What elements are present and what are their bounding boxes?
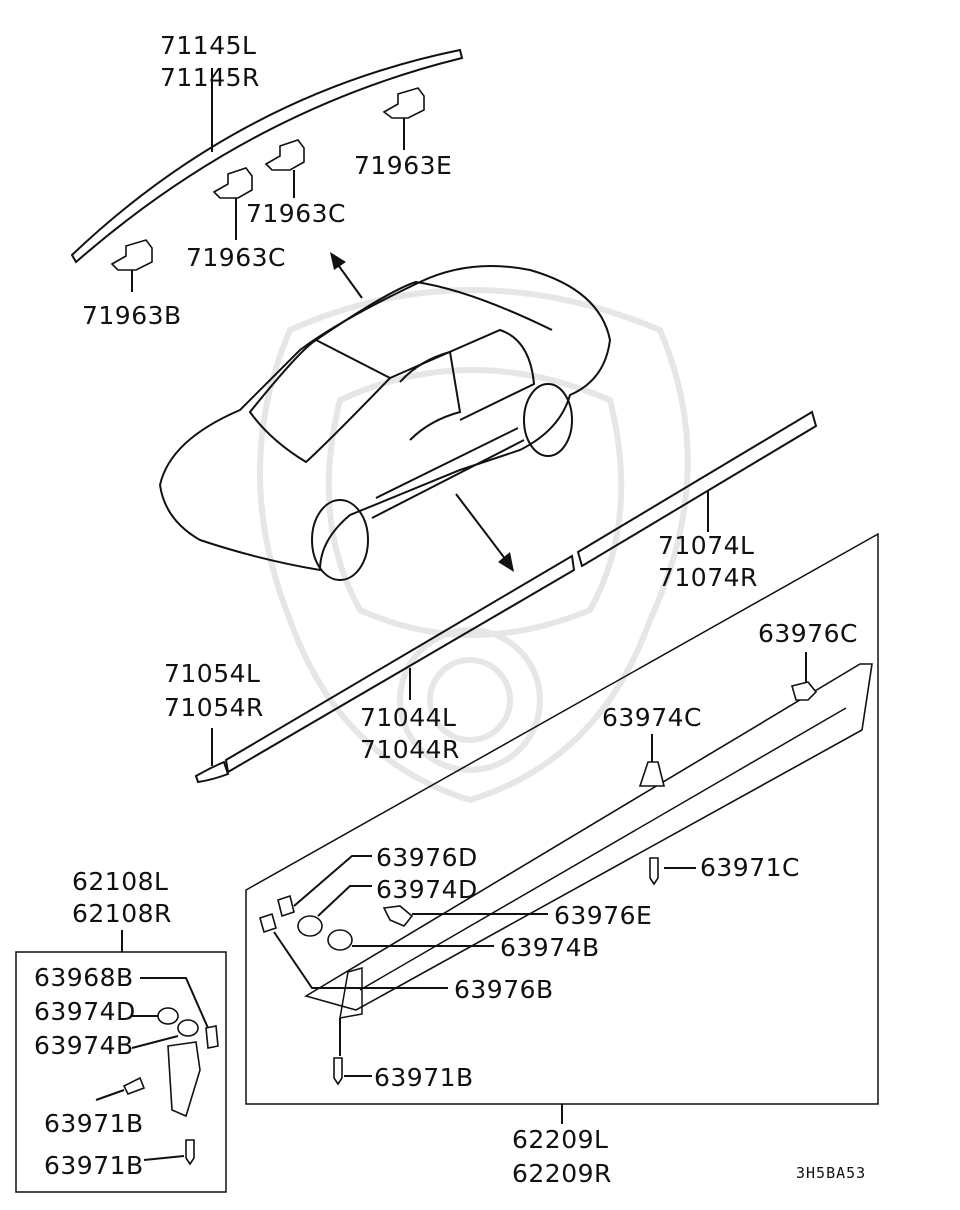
label-71074R: 71074R [658, 563, 758, 592]
car-outline [158, 265, 612, 581]
label-71044R: 71044R [360, 735, 460, 764]
arrow-up-icon [330, 252, 363, 299]
label-71074L: 71074L [658, 531, 754, 560]
roof-clip-71963C-a [264, 139, 305, 198]
label-63974C: 63974C [602, 703, 702, 732]
label-63968B: 63968B [34, 963, 134, 992]
label-71963E: 71963E [354, 151, 452, 180]
label-62108R: 62108R [72, 899, 172, 928]
label-63974B: 63974B [500, 933, 600, 962]
arrow-down-icon [455, 493, 514, 572]
end-molding-71054 [194, 728, 230, 784]
label-63974B-box: 63974B [34, 1031, 134, 1060]
label-63976D: 63976D [376, 843, 478, 872]
label-62209R: 62209R [512, 1159, 612, 1188]
clip-63974D [297, 885, 372, 937]
clip-63974B [327, 929, 494, 951]
label-63976C: 63976C [758, 619, 858, 648]
label-71044L: 71044L [360, 703, 456, 732]
label-63976E: 63976E [554, 901, 652, 930]
label-71963C-a: 71963C [246, 199, 346, 228]
label-71963B: 71963B [82, 301, 182, 330]
label-71054L: 71054L [164, 659, 260, 688]
label-71145R: 71145R [160, 63, 260, 92]
clip-63976C [791, 652, 818, 701]
mud-guard-box [15, 930, 227, 1193]
screw-63971B [333, 1018, 372, 1086]
screw-63971C [649, 857, 696, 886]
clip-63976D [277, 855, 372, 918]
label-62108L: 62108L [72, 867, 168, 896]
label-63971B-box-1: 63971B [44, 1109, 144, 1138]
label-63971B-box-2: 63971B [44, 1151, 144, 1180]
label-63974D: 63974D [376, 875, 478, 904]
roof-clip-71963E [382, 87, 425, 150]
side-sill-box [245, 532, 879, 1124]
label-63976B: 63976B [454, 975, 554, 1004]
clip-63974C [638, 734, 666, 787]
roof-clip-71963C-b [212, 167, 253, 240]
label-63971C: 63971C [700, 853, 800, 882]
clip-63976E [382, 905, 548, 927]
label-63971B: 63971B [374, 1063, 474, 1092]
roof-clip-71963B [110, 239, 153, 292]
side-sill-garnish-62209 [303, 663, 873, 1019]
label-62209L: 62209L [512, 1125, 608, 1154]
body-side-molding-71044 [224, 554, 576, 774]
label-63974D-box: 63974D [34, 997, 136, 1026]
label-71054R: 71054R [164, 693, 264, 722]
label-71963C-b: 71963C [186, 243, 286, 272]
roof-molding-71145 [70, 48, 464, 264]
label-71145L: 71145L [160, 31, 256, 60]
diagram-code: 3H5BA53 [796, 1164, 866, 1182]
body-side-molding-71074 [576, 410, 818, 568]
clip-63976B [259, 912, 448, 989]
watermark-emblem [257, 287, 691, 804]
